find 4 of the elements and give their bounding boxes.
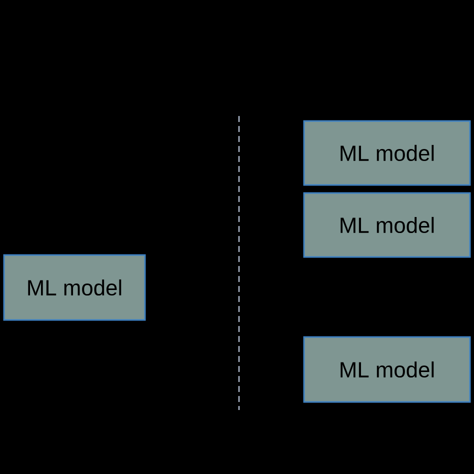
process-box: ML model — [303, 120, 471, 186]
process-box: ML model — [3, 254, 146, 321]
process-box: ML model — [303, 336, 471, 403]
process-box: ML model — [303, 192, 471, 258]
